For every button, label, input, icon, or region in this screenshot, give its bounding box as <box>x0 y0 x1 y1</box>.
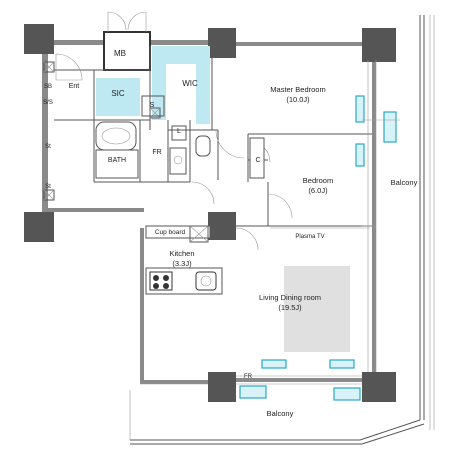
columns <box>24 24 396 402</box>
sink <box>173 155 183 165</box>
wic-shelf-top <box>152 46 210 64</box>
stove-burner-1 <box>153 275 159 281</box>
column-top-left <box>24 24 54 54</box>
column-bottom-right <box>362 372 396 402</box>
label-master-bedroom-size: (10.0J) <box>286 95 310 104</box>
right-window-frame <box>362 60 400 372</box>
entrance-hatch <box>43 61 161 201</box>
column-mid-center <box>208 212 236 240</box>
column-top-mid <box>208 28 236 58</box>
label-l: L <box>177 128 181 135</box>
label-kitchen: Kitchen <box>169 249 194 258</box>
column-bottom-center <box>208 372 236 402</box>
label-st-2: St <box>45 184 51 190</box>
bath-floor <box>95 149 139 179</box>
label-cupboard: Cup board <box>155 229 186 236</box>
label-sic: SIC <box>111 89 125 98</box>
outer-walls <box>42 40 376 384</box>
column-top-right <box>362 28 396 62</box>
label-ent: Ent <box>69 83 80 90</box>
label-st-1: St <box>45 144 51 150</box>
dining-table <box>284 266 350 352</box>
vanity <box>169 147 187 175</box>
label-ss: S/S <box>43 100 53 106</box>
stove-burner-3 <box>153 283 159 289</box>
label-plasma-tv: Plasma TV <box>295 234 324 240</box>
balcony-rail-bottom <box>129 390 425 445</box>
label-fr-small: FR <box>244 374 253 380</box>
label-balcony-right: Balcony <box>391 178 418 187</box>
toilet <box>195 135 211 157</box>
label-bath: BATH <box>108 157 126 164</box>
column-mid-left <box>24 212 54 242</box>
wic-shelf-right <box>196 64 210 124</box>
label-master-bedroom: Master Bedroom <box>270 85 325 94</box>
sic-area <box>96 78 140 116</box>
label-living-dining: Living Dining room <box>259 293 321 302</box>
mb-box <box>103 31 151 71</box>
interior-walls <box>54 46 372 227</box>
label-living-dining-size: (19.5J) <box>278 303 302 312</box>
window-markers <box>239 95 397 401</box>
cupboard-hatch <box>189 225 209 243</box>
bathtub-inner <box>101 127 131 145</box>
label-s: S <box>150 102 155 109</box>
l-box <box>171 125 187 141</box>
stove-burner-2 <box>163 275 169 281</box>
s-box <box>141 95 165 117</box>
kitchen-sink <box>195 271 217 291</box>
label-kitchen-size: (3.3J) <box>172 259 192 268</box>
wic-shelf-left <box>152 64 166 120</box>
label-bedroom-size: (6.0J) <box>308 186 328 195</box>
label-sb: SB <box>44 84 52 90</box>
label-fr: FR <box>152 149 161 156</box>
label-bedroom: Bedroom <box>303 176 333 185</box>
cupboard-unit <box>145 225 211 239</box>
label-c: C <box>255 157 260 164</box>
label-balcony-bottom: Balcony <box>267 409 294 418</box>
stove-burner-4 <box>163 283 169 289</box>
balcony-rail-right <box>419 15 435 430</box>
label-wic: WIC <box>182 79 198 88</box>
label-mb: MB <box>114 49 126 58</box>
bottom-window-frame <box>140 375 362 385</box>
